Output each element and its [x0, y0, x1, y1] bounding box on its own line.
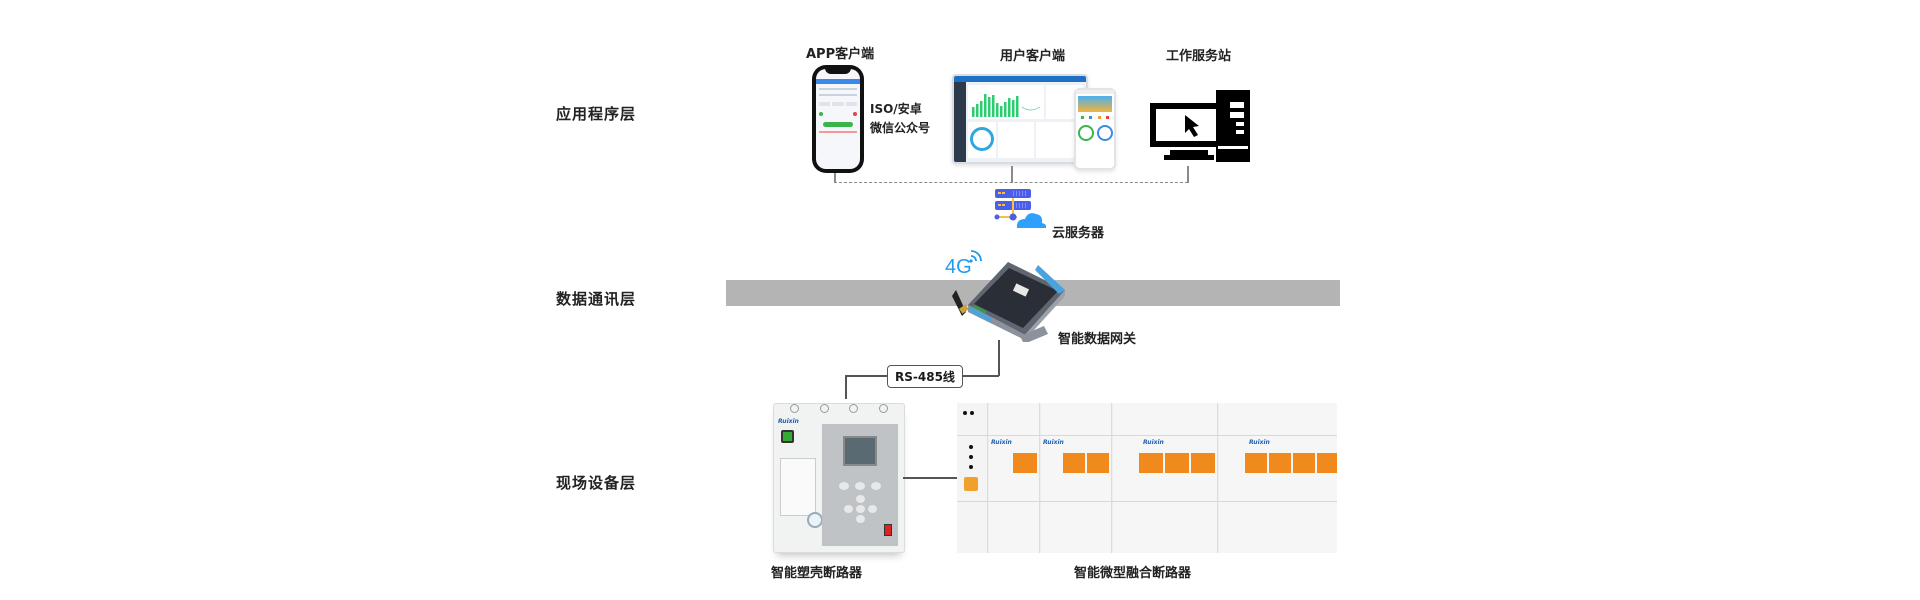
- cloud-server-caption: 云服务器: [1052, 226, 1105, 241]
- mcb-module-3: Ruixin: [1113, 403, 1218, 553]
- application-bus-dashed: [834, 182, 1188, 183]
- app-client-phone: [812, 65, 864, 173]
- layer-label-field: 现场设备层: [556, 474, 637, 492]
- rs485-label: RS-485线: [887, 365, 963, 388]
- app-connector: [834, 173, 836, 183]
- mccb-to-mcb-wire: [903, 477, 957, 479]
- mccb-device: Ruixin: [773, 403, 905, 553]
- mccb-control-panel: [822, 424, 898, 546]
- bar-chart-thumbnail: [972, 94, 1041, 117]
- mcb-module-1: Ruixin: [989, 403, 1040, 553]
- app-client-caption: APP客户端: [806, 47, 875, 62]
- wifi-signal-icon: [969, 250, 982, 263]
- workstation-connector: [1187, 166, 1189, 183]
- phone-screen: [816, 69, 860, 169]
- user-client-connector: [1011, 166, 1013, 183]
- mcb-module-2: Ruixin: [1041, 403, 1112, 553]
- mcb-caption: 智能微型融合断路器: [1074, 566, 1192, 581]
- layer-label-application: 应用程序层: [556, 105, 637, 123]
- user-client-mobile-preview: [1074, 88, 1116, 170]
- app-client-notes: ISO/安卓 微信公众号: [870, 100, 930, 138]
- mcb-module-4: Ruixin: [1219, 403, 1337, 553]
- app-platform-note: ISO/安卓: [870, 102, 922, 116]
- signal-label: 4G: [945, 256, 972, 278]
- gateway-device: [952, 262, 1065, 342]
- rs485-wire-gateway: [998, 340, 1000, 376]
- mccb-caption: 智能塑壳断路器: [771, 566, 863, 581]
- wechat-note: 微信公众号: [870, 121, 931, 135]
- mccb-brand: Ruixin: [778, 418, 799, 425]
- user-client-dashboard: [952, 74, 1088, 164]
- workstation-icon: [1150, 90, 1250, 162]
- workstation-caption: 工作服务站: [1166, 49, 1232, 64]
- cloud-server-icon: [994, 189, 1047, 228]
- rs485-wire-right: [936, 375, 999, 377]
- rs485-wire-left: [845, 375, 888, 377]
- bar-chart-panel: [968, 85, 1044, 119]
- layer-label-communication: 数据通讯层: [556, 290, 637, 308]
- rs485-wire-mccb: [845, 375, 847, 399]
- gateway-caption: 智能数据网关: [1058, 332, 1137, 347]
- user-client-caption: 用户客户端: [1000, 49, 1066, 64]
- mcb-assembly: Ruixin Ruixin Ruixin Ruixin: [957, 403, 1337, 553]
